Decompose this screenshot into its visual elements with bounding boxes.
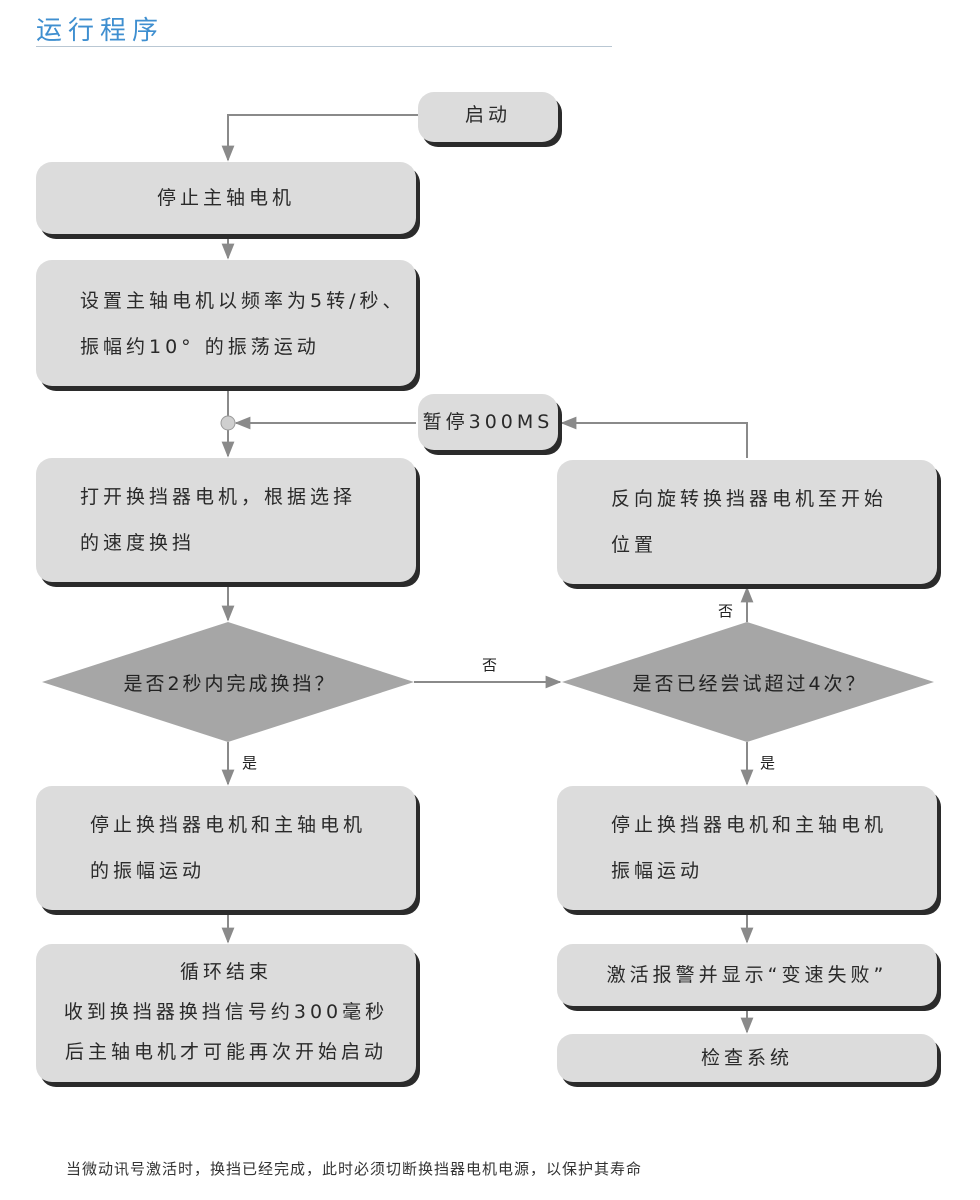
start-label: 启动 (464, 104, 511, 126)
stop-left-line-1: 停止换挡器电机和主轴电机 (90, 814, 367, 836)
pause-node: 暂停300MS (418, 394, 558, 450)
junction-dot (220, 415, 236, 431)
edge-label-no-up: 否 (718, 602, 734, 620)
oscillate-line-1: 设置主轴电机以频率为5转/秒、 (80, 290, 406, 312)
edge-reverse-to-pause (560, 416, 748, 458)
oscillate-line-2: 振幅约10° 的振荡运动 (80, 336, 320, 358)
reverse-node: 反向旋转换挡器电机至开始 位置 (557, 460, 937, 584)
reverse-line-2: 位置 (611, 534, 658, 556)
alarm-node: 激活报警并显示“变速失败” (557, 944, 937, 1006)
open-shift-line-1: 打开换挡器电机，根据选择 (80, 486, 357, 508)
decision1-label: 是否2秒内完成换挡？ (123, 673, 337, 695)
footnote: 当微动讯号激活时，换挡已经完成，此时必须切断换挡器电机电源，以保护其寿命 (66, 1160, 643, 1178)
stop-right-node: 停止换挡器电机和主轴电机 振幅运动 (557, 786, 937, 910)
stop-spindle-node: 停止主轴电机 (36, 162, 416, 234)
open-shift-line-2: 的速度换挡 (80, 532, 196, 554)
loop-end-node: 循环结束 收到换挡器换挡信号约300毫秒 后主轴电机才可能再次开始启动 (36, 944, 416, 1082)
stop-left-line-2: 的振幅运动 (90, 860, 206, 882)
edge-start-to-stop (221, 114, 418, 162)
loop-end-line-2: 收到换挡器换挡信号约300毫秒 (63, 1001, 389, 1023)
decision2-label: 是否已经尝试超过4次？ (632, 673, 868, 695)
check-node: 检查系统 (557, 1034, 937, 1082)
edge-label-yes-left: 是 (242, 754, 258, 772)
start-node: 启动 (418, 92, 558, 142)
loop-end-line-1: 循环结束 (179, 961, 272, 983)
stop-spindle-label: 停止主轴电机 (156, 187, 295, 209)
decision1-diamond (42, 622, 414, 742)
stop-left-node: 停止换挡器电机和主轴电机 的振幅运动 (36, 786, 416, 910)
alarm-label: 激活报警并显示“变速失败” (606, 964, 888, 986)
stop-right-line-1: 停止换挡器电机和主轴电机 (611, 814, 888, 836)
page-title: 运行程序 (36, 16, 165, 46)
edge-label-no-right: 否 (482, 656, 498, 674)
decision2-diamond (562, 622, 934, 742)
check-label: 检查系统 (700, 1047, 793, 1069)
open-shift-node: 打开换挡器电机，根据选择 的速度换挡 (36, 458, 416, 582)
oscillate-node: 设置主轴电机以频率为5转/秒、 振幅约10° 的振荡运动 (36, 260, 416, 386)
reverse-line-1: 反向旋转换挡器电机至开始 (611, 488, 888, 510)
loop-end-line-3: 后主轴电机才可能再次开始启动 (64, 1041, 387, 1063)
stop-right-line-2: 振幅运动 (611, 860, 704, 882)
title-divider (36, 46, 612, 47)
edge-label-yes-right: 是 (760, 754, 776, 772)
pause-label: 暂停300MS (422, 411, 554, 433)
